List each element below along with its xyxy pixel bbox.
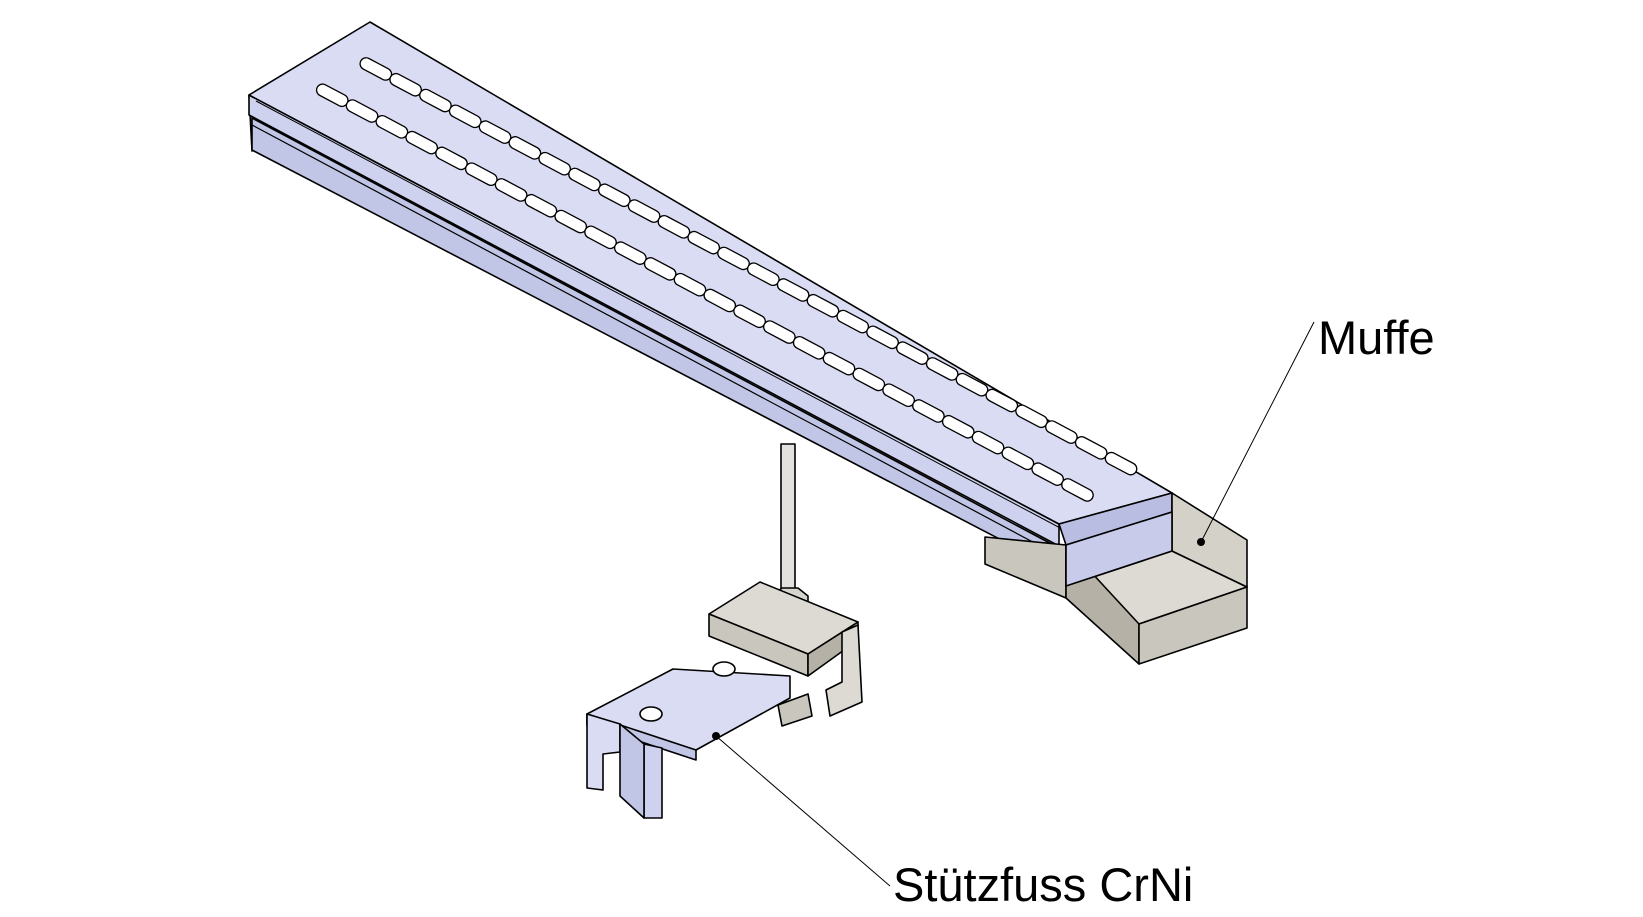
foot-leg-left xyxy=(586,713,621,791)
tray-slot xyxy=(1104,451,1138,476)
stuetzfuss-leader-line xyxy=(715,735,891,887)
clamp-clip xyxy=(777,693,813,727)
support-rod xyxy=(780,443,796,601)
muffe-leader-line xyxy=(1200,321,1315,543)
muffe-label: Muffe xyxy=(1318,311,1435,364)
muffe-side-plate xyxy=(984,536,1067,599)
stuetzfuss-label: Stützfuss CrNi xyxy=(893,858,1194,911)
cable-tray xyxy=(248,21,1173,571)
tray-perforation-slots xyxy=(315,57,1138,502)
foot-leg-right-inner xyxy=(619,723,645,819)
muffe-coupling xyxy=(984,492,1248,665)
tray-rim-line xyxy=(255,100,1065,531)
clamp-rear-leg xyxy=(825,624,863,717)
tray-bottom-lip xyxy=(251,124,1060,557)
tray-inside-muffe xyxy=(1065,511,1173,587)
tray-slot xyxy=(1061,478,1094,502)
stuetzfuss-assembly xyxy=(586,443,863,819)
foot-leg-right xyxy=(643,743,663,819)
foot-hole-1 xyxy=(639,706,663,722)
tray-top-surface xyxy=(248,21,1173,525)
tray-top-rim xyxy=(248,94,1060,547)
tray-side-face xyxy=(251,117,1060,571)
foot-hole-2 xyxy=(712,661,736,677)
muffe-right-face xyxy=(1138,586,1248,665)
